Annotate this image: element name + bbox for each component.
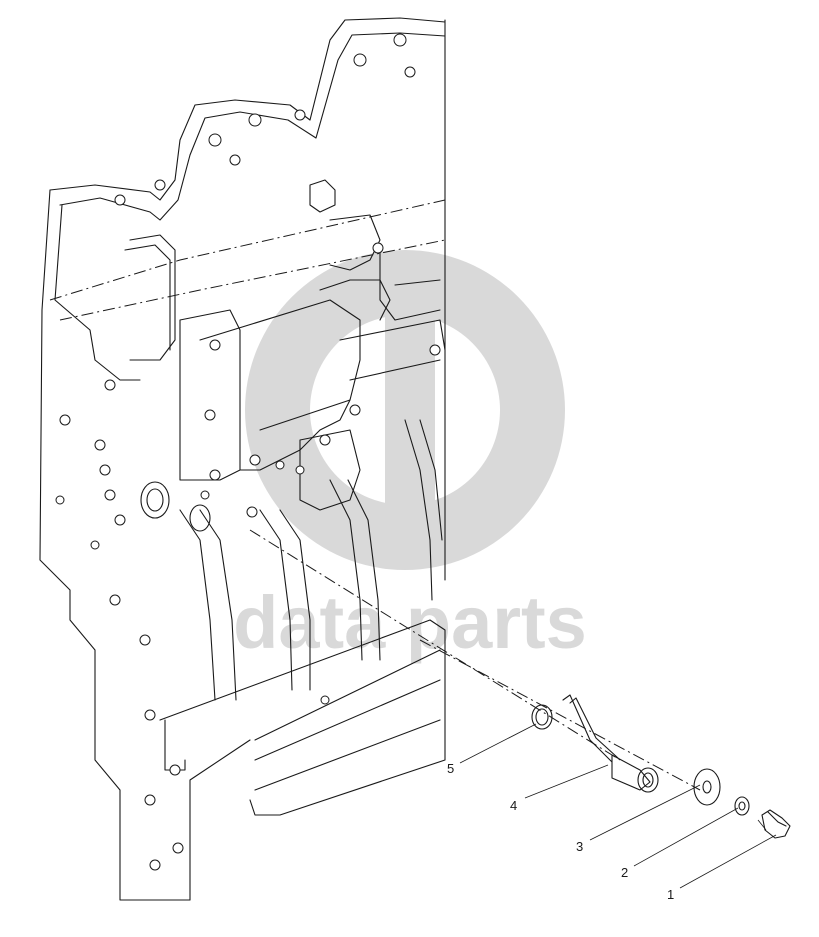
part-5-o-ring bbox=[531, 704, 553, 730]
part-1-bolt bbox=[757, 809, 791, 839]
callout-5: 5 bbox=[447, 761, 454, 776]
callout-3: 3 bbox=[576, 839, 583, 854]
assembly-axis-line bbox=[249, 529, 621, 761]
engine-block bbox=[39, 17, 446, 901]
callout-2: 2 bbox=[621, 865, 628, 880]
part-4-pipe bbox=[562, 694, 659, 793]
part-2-lock-washer bbox=[734, 796, 750, 816]
callout-1: 1 bbox=[667, 887, 674, 902]
leader-lines bbox=[459, 723, 777, 889]
part-3-washer bbox=[693, 768, 721, 806]
watermark-text: data parts bbox=[233, 581, 587, 664]
callout-4: 4 bbox=[510, 798, 517, 813]
watermark-logo: data parts bbox=[233, 250, 587, 664]
